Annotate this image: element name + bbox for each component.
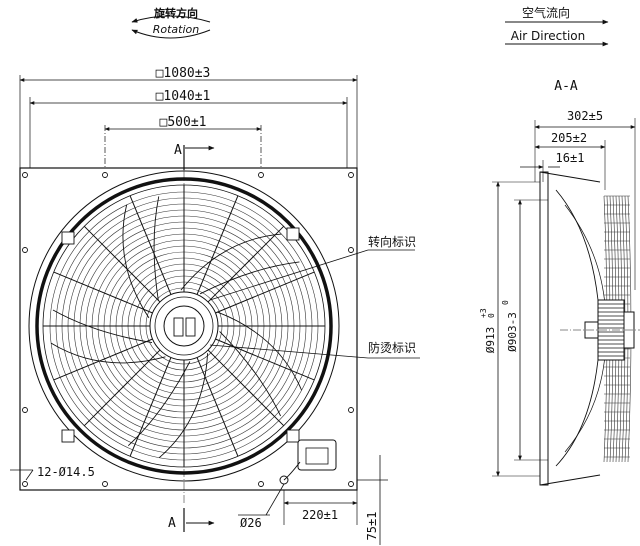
hub-diameter-label: Ø26 <box>240 516 262 530</box>
air-direction-zh: 空气流向 <box>522 5 570 20</box>
front-view: □1080±3 □1040±1 □500±1 A <box>10 66 420 545</box>
side-view: A-A 302±5 205±2 16±1 <box>479 79 640 486</box>
rotation-indicator: 旋转方向 Rotation <box>131 6 211 39</box>
dim-outer-width: □1080±3 <box>156 66 211 81</box>
rotation-en: Rotation <box>153 23 200 36</box>
dim-inner-width: □500±1 <box>160 115 207 130</box>
depth-mid-label: 205±2 <box>551 131 587 145</box>
depth-total-label: 302±5 <box>567 109 603 123</box>
air-direction-en: Air Direction <box>511 29 586 43</box>
hole-spec-label: 12-Ø14.5 <box>37 465 95 479</box>
depth-small-label: 16±1 <box>556 151 585 165</box>
height-dim-label: 75±1 <box>365 512 379 541</box>
diam-inner-tol: 0 <box>501 300 510 305</box>
rotation-mark-label: 转向标识 <box>368 234 416 249</box>
section-mark-top: A <box>174 143 182 158</box>
diam-outer-tol-top: +3 <box>479 308 488 318</box>
side-view-title: A-A <box>554 79 578 94</box>
section-mark-bottom: A <box>168 516 176 531</box>
rotation-zh: 旋转方向 <box>153 6 198 20</box>
air-direction-indicator: 空气流向 Air Direction <box>505 5 609 47</box>
dim-mid-width: □1040±1 <box>156 89 211 104</box>
offset-dim-label: 220±1 <box>302 508 338 522</box>
diam-outer-label: Ø913 <box>484 327 497 354</box>
diam-inner-label: Ø903-3 <box>506 312 519 352</box>
diam-outer-tol-bot: 0 <box>487 313 496 318</box>
hot-mark-label: 防烫标识 <box>368 340 416 355</box>
